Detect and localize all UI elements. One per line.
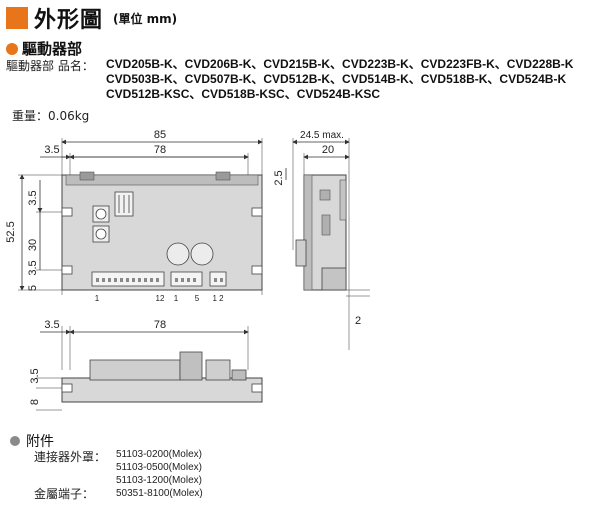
- dim-hole-mid: 30: [27, 239, 39, 251]
- dim-bottom-hole: 3.5: [29, 368, 41, 383]
- dim-front-bottom: 5: [27, 285, 39, 291]
- pin-label: 5: [195, 294, 200, 303]
- front-view: 85 3.5 78: [5, 129, 263, 303]
- dim-bottom-height: 8: [29, 399, 41, 405]
- dim-hole-low: 3.5: [27, 260, 39, 275]
- model-list-line-1: CVD205B-K、CVD206B-K、CVD215B-K、CVD223B-K、…: [106, 57, 574, 71]
- connector-part: 51103-0200(Molex): [116, 449, 202, 460]
- pin-label: 1 2: [212, 294, 224, 303]
- connector-part: 51103-1200(Molex): [116, 475, 202, 486]
- driver-section-title: 驅動器部: [22, 40, 83, 58]
- section-bullet-icon: [10, 436, 20, 446]
- accessory-section-heading: 附件: [10, 431, 54, 451]
- accessory-section-title: 附件: [26, 434, 54, 450]
- model-list-line-3: CVD512B-KSC、CVD518B-KSC、CVD524B-KSC: [106, 87, 381, 101]
- dim-side-top: 2.5: [273, 170, 285, 185]
- terminal-label: 金屬端子：: [34, 487, 95, 501]
- dim-hole-top: 3.5: [27, 190, 39, 205]
- outline-drawing: 85 3.5 78: [5, 129, 370, 411]
- dim-front-height: 52.5: [5, 221, 17, 242]
- connector-cover-label: 連接器外罩：: [34, 450, 107, 464]
- bottom-view: 3.5 78 3.5 8: [29, 319, 263, 411]
- pin-label: 1: [174, 294, 179, 303]
- section-bullet-icon: [6, 42, 18, 55]
- pin-label: 1: [95, 294, 100, 303]
- page-title: 外形圖: [34, 8, 104, 33]
- model-list-line-2: CVD503B-K、CVD507B-K、CVD512B-K、CVD514B-K、…: [106, 72, 567, 86]
- pin-label: 12: [156, 294, 165, 303]
- weight-spec: 重量：0.06kg: [12, 109, 90, 123]
- dim-bottom-width: 78: [154, 319, 166, 331]
- driver-section-heading: 驅動器部: [6, 38, 82, 59]
- connector-part: 51103-0500(Molex): [116, 462, 202, 473]
- product-name-label: 驅動器部 品名：: [6, 59, 94, 73]
- dim-front-inner-width: 78: [154, 144, 166, 156]
- unit-note: (單位 mm): [113, 11, 178, 26]
- dim-total-width: 85: [154, 129, 166, 141]
- dim-side-width: 20: [322, 144, 334, 156]
- page-title-row: 外形圖 (單位 mm): [6, 4, 178, 33]
- side-view: 24.5 max. 20 2.5 2: [273, 130, 370, 350]
- dim-side-bottom: 2: [355, 315, 361, 327]
- title-marker: [6, 7, 28, 29]
- terminal-part: 50351-8100(Molex): [116, 488, 203, 499]
- dim-bottom-offset: 3.5: [44, 319, 59, 331]
- dim-front-offset: 3.5: [44, 144, 59, 156]
- dim-side-max: 24.5 max.: [300, 130, 344, 141]
